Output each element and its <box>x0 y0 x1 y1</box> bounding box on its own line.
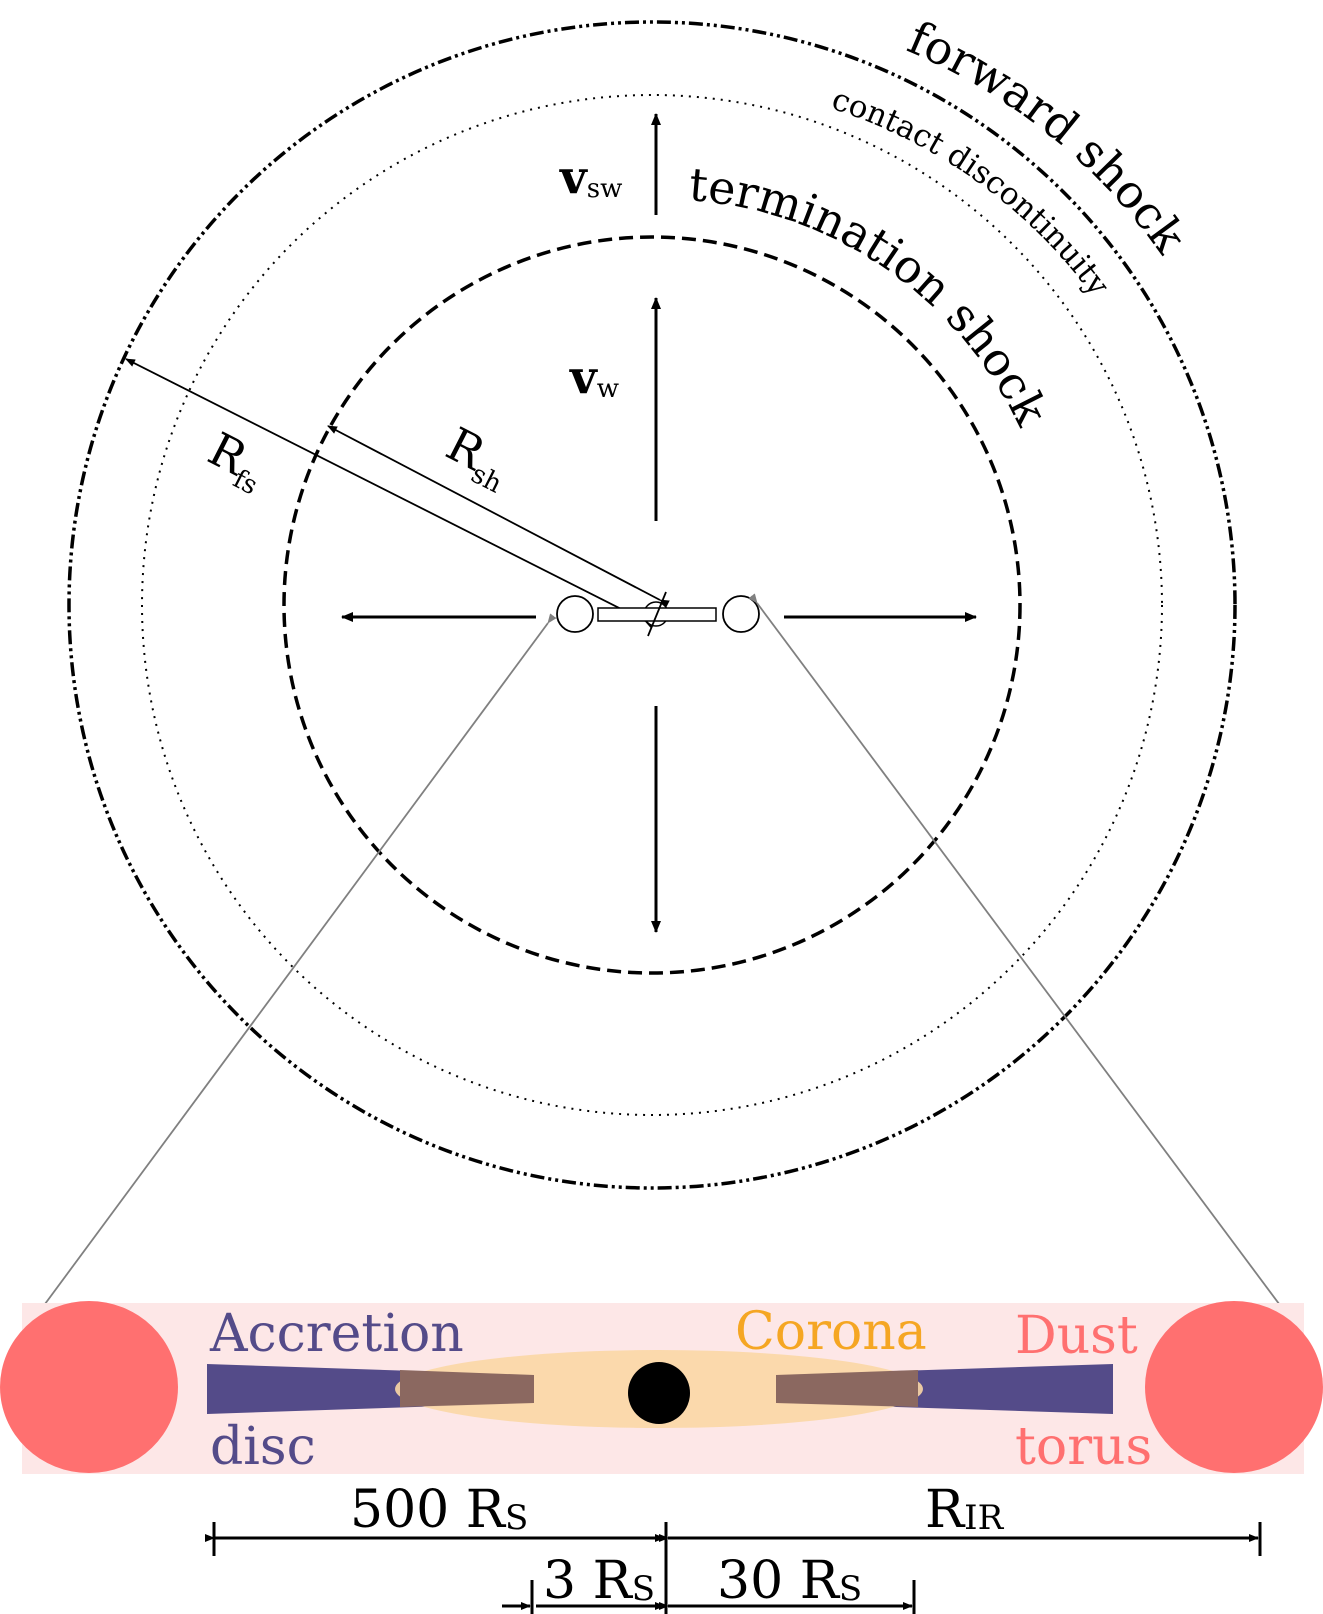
v-sw-label: vsw <box>559 150 622 204</box>
torus-blob-right <box>1145 1301 1323 1473</box>
r-fs-arrow <box>125 358 655 629</box>
r-sh-label: Rsh <box>435 417 520 500</box>
center-right-circle <box>722 595 760 633</box>
center-left-circle <box>556 595 594 633</box>
dust-label: Dust <box>1015 1306 1138 1366</box>
dim-30-label: 30 RS <box>717 1551 862 1611</box>
corona-label: Corona <box>735 1302 927 1362</box>
zoom-line-right <box>748 593 1298 1329</box>
black-hole <box>628 1362 690 1424</box>
disc-corona-overlap-left <box>400 1370 534 1407</box>
center-tilt-line <box>647 591 667 637</box>
r-fs-label: Rfs <box>197 422 276 502</box>
disc-label: disc <box>210 1417 316 1477</box>
dim-3-label: 3 RS <box>543 1551 655 1611</box>
v-w-label: vw <box>569 350 619 404</box>
dim-rir-label: RIR <box>925 1480 1005 1540</box>
torus-label: torus <box>1015 1417 1152 1477</box>
r-sh-arrow <box>327 425 670 608</box>
torus-blob-left <box>0 1301 178 1473</box>
zoom-line-left <box>27 613 557 1328</box>
accretion-label: Accretion <box>209 1304 464 1364</box>
disc-corona-overlap-right <box>776 1370 918 1407</box>
dim-500-label: 500 RS <box>350 1480 528 1540</box>
